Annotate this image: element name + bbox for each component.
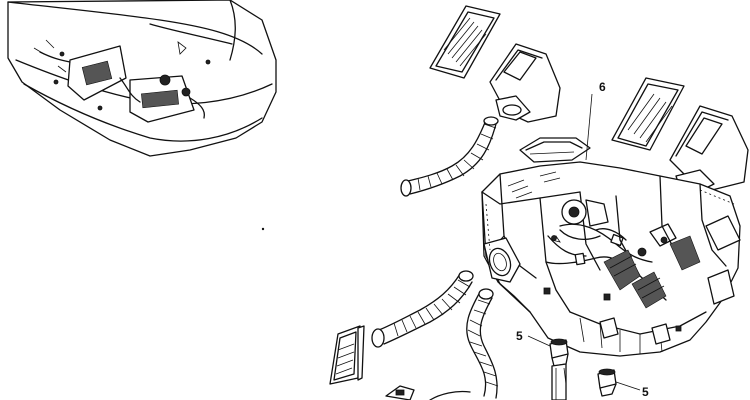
side-vent-grille: [329, 325, 365, 385]
vent-duct-elbow-right: [669, 105, 749, 193]
corrugated-hose-lower-right: [429, 288, 499, 400]
drain-clip-lower: [597, 368, 617, 397]
defroster-grille-right: [611, 77, 685, 151]
tube-edge: [563, 367, 567, 385]
duct-plenum-top: [519, 137, 591, 163]
bottom-connector: [385, 385, 415, 400]
corrugated-hose-upper: [400, 116, 499, 197]
corrugated-hose-lower-left: [371, 270, 474, 348]
callout-5-leader-lower: [615, 381, 641, 391]
heater-unit-body: [481, 161, 741, 357]
callout-label-5-upper: 5: [516, 329, 523, 343]
callout-label-6: 6: [599, 80, 606, 94]
callout-label-5-lower: 5: [642, 385, 649, 399]
drain-clip-upper: [549, 338, 569, 367]
vent-duct-elbow-left: [489, 43, 561, 123]
defroster-grille-left: [429, 5, 501, 79]
callout-5-leader-upper: [527, 335, 551, 347]
drain-tube: [551, 363, 567, 400]
stray-mark: [261, 227, 265, 231]
callout-6-leader: [585, 93, 593, 161]
dashboard-overview-inset: [7, 0, 277, 157]
